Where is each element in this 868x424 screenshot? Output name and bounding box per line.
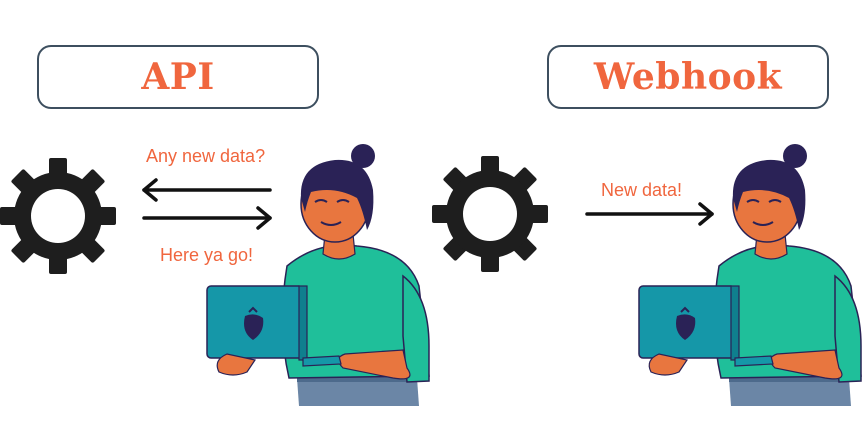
api-response-arrow	[142, 206, 272, 230]
webhook-title-box: Webhook	[547, 45, 829, 109]
api-title-box: API	[37, 45, 319, 109]
api-gear-icon	[0, 158, 117, 274]
api-person-illustration	[206, 143, 430, 407]
api-request-arrow	[142, 178, 272, 202]
webhook-gear-icon	[432, 156, 548, 272]
webhook-title: Webhook	[593, 56, 783, 98]
webhook-push-label: New data!	[601, 180, 683, 200]
webhook-person-illustration	[638, 143, 862, 407]
webhook-push-arrow	[585, 202, 714, 226]
api-title: API	[141, 56, 215, 98]
api-response-label: Here ya go!	[160, 245, 254, 265]
api-request-label: Any new data?	[146, 146, 266, 166]
